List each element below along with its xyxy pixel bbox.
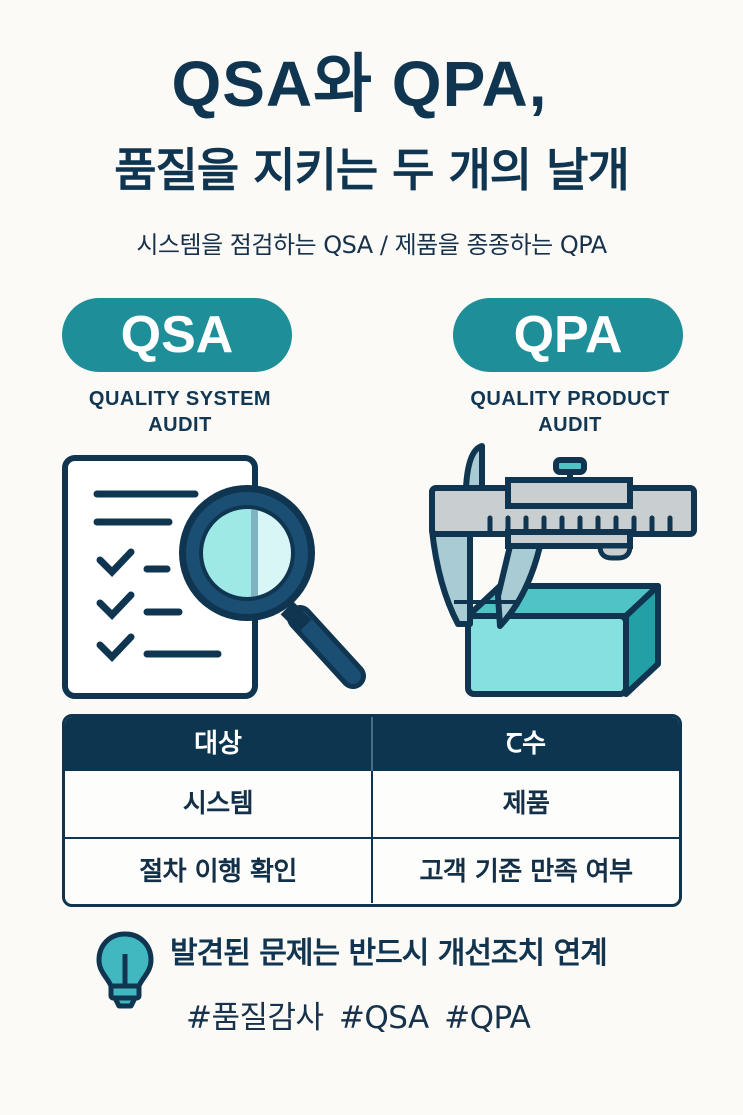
comparison-table: 대상 Ꞇ수 시스템 제품 절차 이행 확인 고객 기준 만족 여부: [62, 714, 682, 907]
table-header-cell: 대상: [194, 729, 242, 759]
table-cell: 시스템: [182, 789, 254, 819]
qsa-badge: QSA: [62, 298, 292, 372]
tip-text: 발견된 문제는 반드시 개선조치 연계: [170, 936, 608, 971]
table-row: 절차 이행 확인 고객 기준 만족 여부: [65, 837, 679, 903]
hashtags: #품질감사 #QSA #QPA: [186, 1000, 531, 1036]
caliper-box-icon: [429, 443, 697, 697]
lightbulb-icon: [96, 931, 154, 1009]
qsa-full-name-line1: QUALITY SYSTEM: [88, 388, 272, 410]
qsa-full-name: QUALITY SYSTEM AUDIT: [30, 386, 330, 438]
qpa-full-name: QUALITY PRODUCT AUDIT: [420, 386, 720, 438]
title-line-1: QSA와 QPA,: [171, 48, 548, 120]
qsa-full-name-line2: AUDIT: [148, 414, 212, 436]
table-cell: 절차 이행 확인: [139, 857, 297, 887]
qpa-full-name-line1: QUALITY PRODUCT: [470, 388, 670, 410]
checklist-magnifier-icon: [62, 455, 366, 699]
table-cell: 제품: [371, 771, 679, 837]
table-header-cell: Ꞇ수: [371, 717, 679, 771]
title-line-2: 품질을 지키는 두 개의 날개: [114, 143, 630, 197]
table-cell: 고객 기준 만족 여부: [371, 839, 679, 903]
table-row: 시스템 제품: [65, 771, 679, 837]
subtitle: 시스템을 점검하는 QSA / 제품을 종종하는 QPA: [136, 231, 607, 259]
tip: 발견된 문제는 반드시 개선조치 연계: [96, 930, 608, 1010]
qpa-full-name-line2: AUDIT: [538, 414, 602, 436]
table-header-row: 대상 Ꞇ수: [65, 717, 679, 771]
qpa-badge: QPA: [453, 298, 683, 372]
